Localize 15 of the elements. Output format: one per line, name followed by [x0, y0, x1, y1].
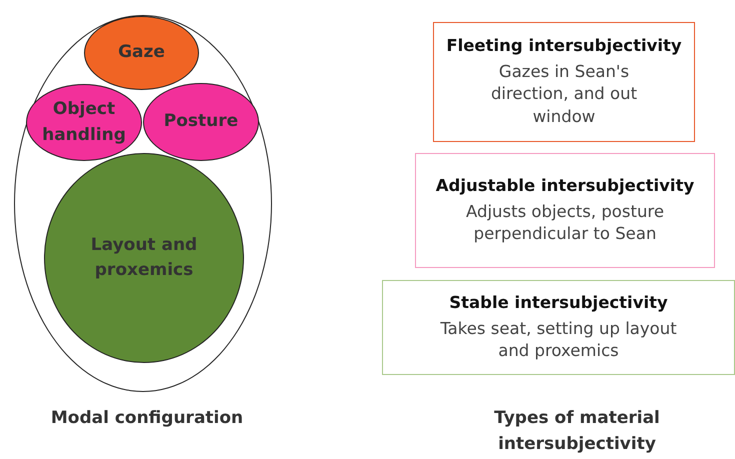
card-heading: Adjustable intersubjectivity	[436, 176, 694, 195]
card-heading: Stable intersubjectivity	[449, 292, 668, 312]
oval-label: Layout and proxemics	[90, 234, 198, 282]
oval-label: Gaze	[118, 41, 165, 64]
card-text: Adjusts objects, posture perpendicular to Sean	[464, 200, 666, 245]
text-card	[415, 153, 715, 268]
text-card	[382, 280, 735, 375]
oval-label: Object handling	[41, 98, 127, 146]
card-text: Takes seat, setting up layout and proxemics	[439, 318, 678, 362]
text-card	[433, 22, 695, 142]
card-heading: Fleeting intersubjectivity	[446, 36, 682, 56]
caption: Modal configuration	[50, 407, 244, 430]
oval-label: Posture	[164, 110, 238, 134]
caption: Types of material intersubjectivity	[493, 407, 661, 456]
card-text: Gazes in Sean's direction, and out window	[490, 61, 638, 128]
